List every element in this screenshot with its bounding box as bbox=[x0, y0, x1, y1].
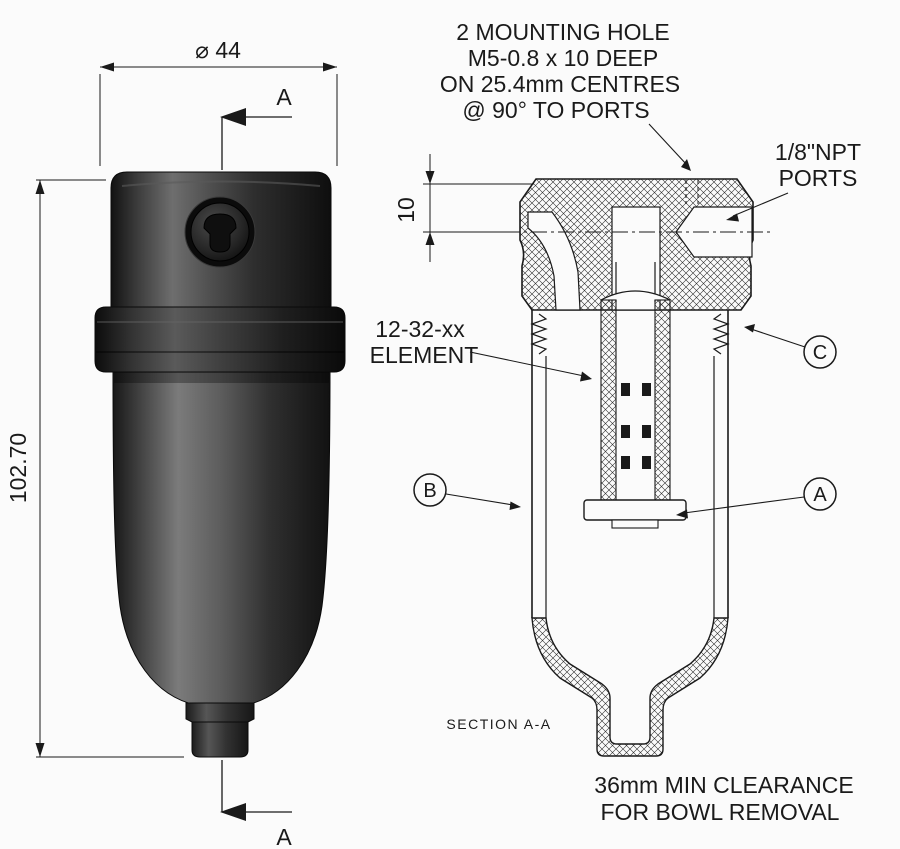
mounting-note-line2: M5-0.8 x 10 DEEP bbox=[468, 45, 658, 71]
depth-label: 10 bbox=[393, 197, 419, 223]
balloon-b-letter: B bbox=[423, 480, 436, 502]
element-end-cap bbox=[583, 499, 687, 521]
element-core-holes bbox=[621, 383, 651, 469]
dim-arrow-right bbox=[323, 62, 337, 72]
height-label: 102.70 bbox=[5, 433, 31, 503]
mounting-note: 2 MOUNTING HOLE M5-0.8 x 10 DEEP ON 25.4… bbox=[440, 19, 691, 171]
section-letter-top: A bbox=[276, 84, 292, 110]
element-arrow bbox=[580, 371, 592, 382]
balloon-a-arrow bbox=[676, 509, 688, 519]
dim-arrow-left bbox=[100, 62, 114, 72]
dim-arrow-down bbox=[35, 743, 45, 757]
dim-arrow-down-tip bbox=[425, 171, 435, 184]
element-end-nub bbox=[611, 519, 659, 529]
balloon-b-arrow bbox=[509, 501, 521, 510]
ports-label-line2: PORTS bbox=[779, 165, 858, 191]
element-leader bbox=[469, 351, 585, 377]
section-cut-arrow-bottom: A bbox=[220, 760, 292, 849]
balloon-b: B bbox=[413, 473, 521, 510]
dim-arrow-up-tip bbox=[425, 232, 435, 245]
mounting-note-line3: ON 25.4mm CENTRES bbox=[440, 71, 680, 97]
ports-label-line1: 1/8"NPT bbox=[775, 139, 861, 165]
cutting-plane-arrow bbox=[220, 108, 246, 126]
mounting-hole-outline bbox=[685, 180, 699, 204]
cutting-plane-arrow bbox=[220, 803, 246, 821]
dim-arrow-up bbox=[35, 180, 45, 194]
clearance-note-line1: 36mm MIN CLEARANCE bbox=[594, 772, 853, 798]
collar-render bbox=[94, 306, 346, 373]
depth-dimension bbox=[423, 154, 534, 262]
mounting-note-arrow bbox=[681, 159, 691, 171]
section-cut-arrow-top: A bbox=[220, 84, 292, 170]
element-label-line1: 12-32-xx bbox=[375, 316, 465, 342]
section-bowl-bottom bbox=[531, 617, 729, 757]
knob-render bbox=[184, 196, 256, 268]
balloon-a: A bbox=[676, 477, 837, 519]
npt-ports-label: 1/8"NPT PORTS bbox=[726, 139, 861, 222]
bowl-top-shadow bbox=[114, 372, 329, 383]
filter-3d-view bbox=[94, 171, 346, 758]
balloon-a-letter: A bbox=[813, 484, 827, 506]
balloon-c-letter: C bbox=[813, 342, 827, 364]
thread-left bbox=[530, 313, 548, 355]
element-media-left bbox=[600, 299, 617, 501]
mounting-note-line1: 2 MOUNTING HOLE bbox=[456, 19, 669, 45]
diameter-dimension bbox=[99, 62, 338, 166]
balloon-c-arrow bbox=[744, 324, 755, 333]
section-view: 10 2 MOUNTING HOLE M5-0.8 x 10 DEEP ON 2… bbox=[370, 19, 861, 825]
ports-leader bbox=[732, 192, 789, 217]
mounting-note-line4: @ 90° TO PORTS bbox=[462, 97, 649, 123]
element-top-dome bbox=[600, 290, 671, 301]
section-caption: SECTION A-A bbox=[446, 716, 551, 732]
thread-right bbox=[712, 313, 730, 355]
mounting-note-leader bbox=[648, 123, 688, 166]
diameter-label: ⌀ 44 bbox=[195, 37, 241, 63]
section-letter-bottom: A bbox=[276, 824, 292, 849]
filter-element-section bbox=[583, 290, 687, 529]
section-left-passage bbox=[527, 211, 581, 311]
element-label: 12-32-xx ELEMENT bbox=[370, 316, 592, 382]
ports-arrow bbox=[726, 213, 739, 222]
bowl-render bbox=[112, 371, 331, 706]
cap-highlight bbox=[121, 180, 321, 187]
balloon-c: C bbox=[744, 324, 837, 369]
height-dimension bbox=[35, 179, 184, 758]
clearance-note-line2: FOR BOWL REMOVAL bbox=[601, 799, 840, 825]
drain-render bbox=[185, 702, 255, 758]
element-media-right bbox=[654, 299, 671, 501]
element-label-line2: ELEMENT bbox=[370, 342, 479, 368]
